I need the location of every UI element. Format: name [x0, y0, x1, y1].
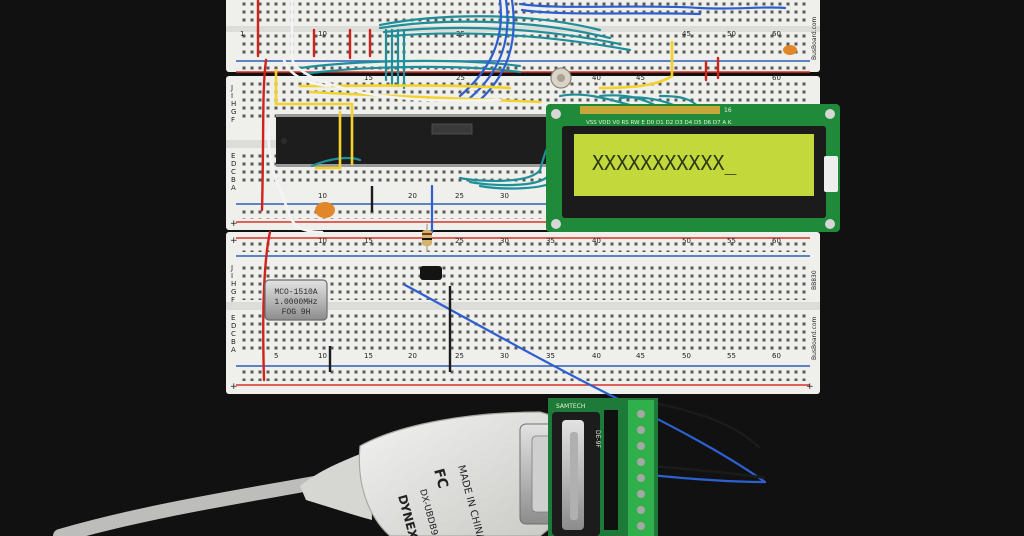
row-letter: I	[231, 92, 233, 100]
column-number: 15	[364, 74, 373, 82]
row-letter: E	[231, 152, 235, 160]
column-number: 30	[500, 192, 509, 200]
row-letter: H	[231, 280, 236, 288]
column-number: 1	[240, 30, 244, 38]
breadboard-brand-label: BusBoard.com	[811, 16, 818, 60]
lcd-screen-text: XXXXXXXXXXX_	[592, 151, 737, 175]
row-letter: A	[231, 184, 236, 192]
row-letter: B	[231, 338, 236, 346]
row-letter: J	[230, 84, 233, 92]
column-number: 55	[727, 237, 736, 245]
row-letter: G	[231, 288, 236, 296]
column-number: 5	[274, 352, 278, 360]
row-letter: J	[230, 264, 233, 272]
column-number: 35	[546, 352, 555, 360]
row-letter: D	[231, 322, 236, 330]
adapter-fcc-mark: FC	[430, 467, 451, 490]
db9-maker-label: SAMTECH	[556, 403, 585, 410]
column-number: 60	[772, 237, 781, 245]
oscillator-part-number: MCO-1510A	[274, 288, 317, 297]
column-number: 15	[364, 352, 373, 360]
column-number: 40	[592, 352, 601, 360]
column-number: 30	[500, 237, 509, 245]
wire-bundle-blue	[403, 0, 787, 484]
column-number: 10	[318, 30, 327, 38]
column-number: 10	[318, 192, 327, 200]
db9-breakout-board: SAMTECH DE-9F	[548, 398, 658, 536]
row-letters-left: J I H G F E D C B A J I H G F E D C B A	[230, 84, 236, 354]
rail-plus: +	[230, 219, 238, 229]
column-number: 10	[318, 237, 327, 245]
row-letter: G	[231, 108, 236, 116]
column-number: 20	[408, 192, 417, 200]
column-number: 60	[772, 30, 781, 38]
row-letter: B	[231, 176, 236, 184]
column-number: 30	[500, 352, 509, 360]
column-numbers-bottom: 5 10 15 20 25 30 35 40 45 50 55 60	[274, 352, 781, 360]
rail-plus: +	[230, 382, 238, 392]
column-number: 45	[636, 74, 645, 82]
wire-bundle-white	[267, 0, 502, 234]
lcd-screen	[574, 134, 814, 196]
column-number: 35	[546, 237, 555, 245]
breadboard-model-label: BB830	[811, 270, 818, 290]
column-number: 50	[682, 237, 691, 245]
column-number: 40	[592, 74, 601, 82]
row-letter: H	[231, 100, 236, 108]
lcd-pin-labels: VSS VDD V0 RS RW E D0 D1 D2 D3 D4 D5 D6 …	[586, 120, 732, 126]
column-number: 45	[682, 30, 691, 38]
rail-plus: +	[806, 382, 814, 392]
lcd-pin-count: 16	[724, 107, 732, 114]
column-number: 20	[408, 352, 417, 360]
column-number: 60	[772, 74, 781, 82]
wire-red-jumpers	[256, 0, 720, 382]
row-letter: F	[231, 116, 235, 124]
potentiometer	[550, 67, 572, 89]
oscillator-frequency: 1.0000MHz	[274, 298, 317, 307]
column-number: 25	[456, 74, 465, 82]
row-letter: A	[231, 346, 236, 354]
row-letter: D	[231, 160, 236, 168]
column-number: 40	[592, 237, 601, 245]
lcd-module: VSS VDD V0 RS RW E D0 D1 D2 D3 D4 D5 D6 …	[546, 104, 840, 232]
crystal-oscillator: MCO-1510A 1.0000MHz FOG 9H	[264, 279, 328, 321]
column-number: 50	[727, 30, 736, 38]
rail-plus: +	[230, 236, 238, 246]
column-number: 55	[727, 352, 736, 360]
column-number: 45	[636, 352, 645, 360]
row-letter: C	[231, 168, 236, 176]
column-number: 60	[772, 352, 781, 360]
column-numbers-middle: 10 20 25 30 10 15 25 30 35 40 50 55 60	[318, 192, 781, 245]
breadboard-brand-label-lower: BusBoard.com	[811, 316, 818, 360]
row-letter: F	[231, 296, 235, 304]
ceramic-capacitor-top	[783, 45, 797, 55]
row-letter: I	[231, 272, 233, 280]
row-letter: C	[231, 330, 236, 338]
oscillator-code: FOG 9H	[282, 308, 311, 317]
column-number: 25	[455, 192, 464, 200]
column-number: 15	[364, 237, 373, 245]
microcontroller-chip	[276, 114, 548, 167]
column-number: 25	[455, 352, 464, 360]
breadboard-bottom	[226, 232, 820, 394]
transistor	[420, 266, 442, 280]
column-number: 25	[455, 237, 464, 245]
row-letter: E	[231, 314, 235, 322]
db9-label: DE-9F	[594, 430, 601, 448]
column-number: 50	[682, 352, 691, 360]
column-number: 10	[318, 352, 327, 360]
resistor	[422, 224, 432, 252]
ceramic-capacitor	[315, 202, 335, 218]
